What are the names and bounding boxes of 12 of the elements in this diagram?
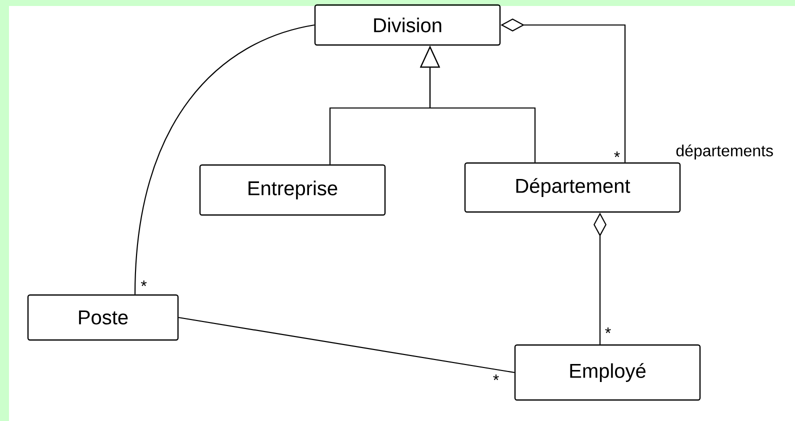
multiplicity: * bbox=[140, 280, 147, 286]
connector bbox=[178, 316, 514, 374]
class-box: Poste bbox=[27, 294, 179, 341]
connector bbox=[134, 24, 315, 294]
class-box: Division bbox=[314, 4, 501, 46]
class-box: Employé bbox=[514, 344, 701, 401]
class-box: Entreprise bbox=[199, 164, 386, 216]
multiplicity: * bbox=[614, 152, 620, 158]
class-box: Département bbox=[464, 162, 681, 213]
role-name: départements bbox=[676, 144, 773, 160]
multiplicity: * bbox=[493, 374, 499, 380]
multiplicity: * bbox=[605, 328, 611, 334]
